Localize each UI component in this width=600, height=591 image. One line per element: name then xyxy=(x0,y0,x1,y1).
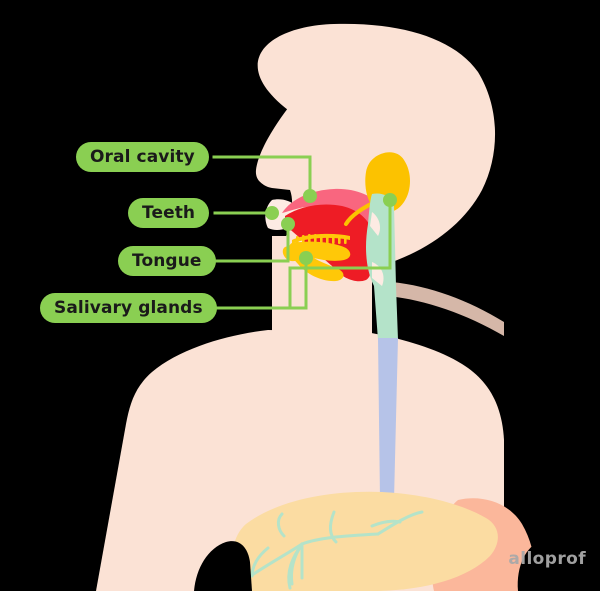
leader-dots xyxy=(265,189,397,265)
label-oral-cavity-text: Oral cavity xyxy=(90,147,195,167)
liver xyxy=(232,491,498,591)
leader-lines xyxy=(205,155,392,310)
dot-oral-cavity xyxy=(303,189,317,203)
chest-contour xyxy=(388,282,504,336)
right-arm-cutout xyxy=(517,539,572,591)
leader-line-salivary-sublingual xyxy=(212,258,308,310)
label-teeth-text: Teeth xyxy=(142,203,196,223)
bile-ducts xyxy=(250,510,424,590)
background-cutouts xyxy=(194,539,572,591)
label-tongue-text: Tongue xyxy=(132,251,202,271)
nose-profile xyxy=(255,108,296,189)
leader-line-salivary-parotid xyxy=(288,198,392,310)
left-arm-cutout xyxy=(194,541,252,591)
esophagus xyxy=(378,338,398,500)
leader-line-tongue xyxy=(205,222,290,263)
dot-sublingual xyxy=(299,251,313,265)
abdomen-group xyxy=(232,491,535,591)
leader-line-oral-cavity xyxy=(212,155,312,198)
pharynx-notch-upper xyxy=(370,212,380,236)
dot-teeth xyxy=(265,206,279,220)
dot-tongue xyxy=(281,217,295,231)
label-tongue[interactable]: Tongue xyxy=(118,246,216,276)
label-salivary-glands[interactable]: Salivary glands xyxy=(40,293,217,323)
label-oral-cavity[interactable]: Oral cavity xyxy=(76,142,209,172)
label-teeth[interactable]: Teeth xyxy=(128,198,210,228)
dot-parotid xyxy=(383,193,397,207)
label-salivary-glands-text: Salivary glands xyxy=(54,298,203,318)
watermark-logo: alloprof xyxy=(508,549,586,569)
